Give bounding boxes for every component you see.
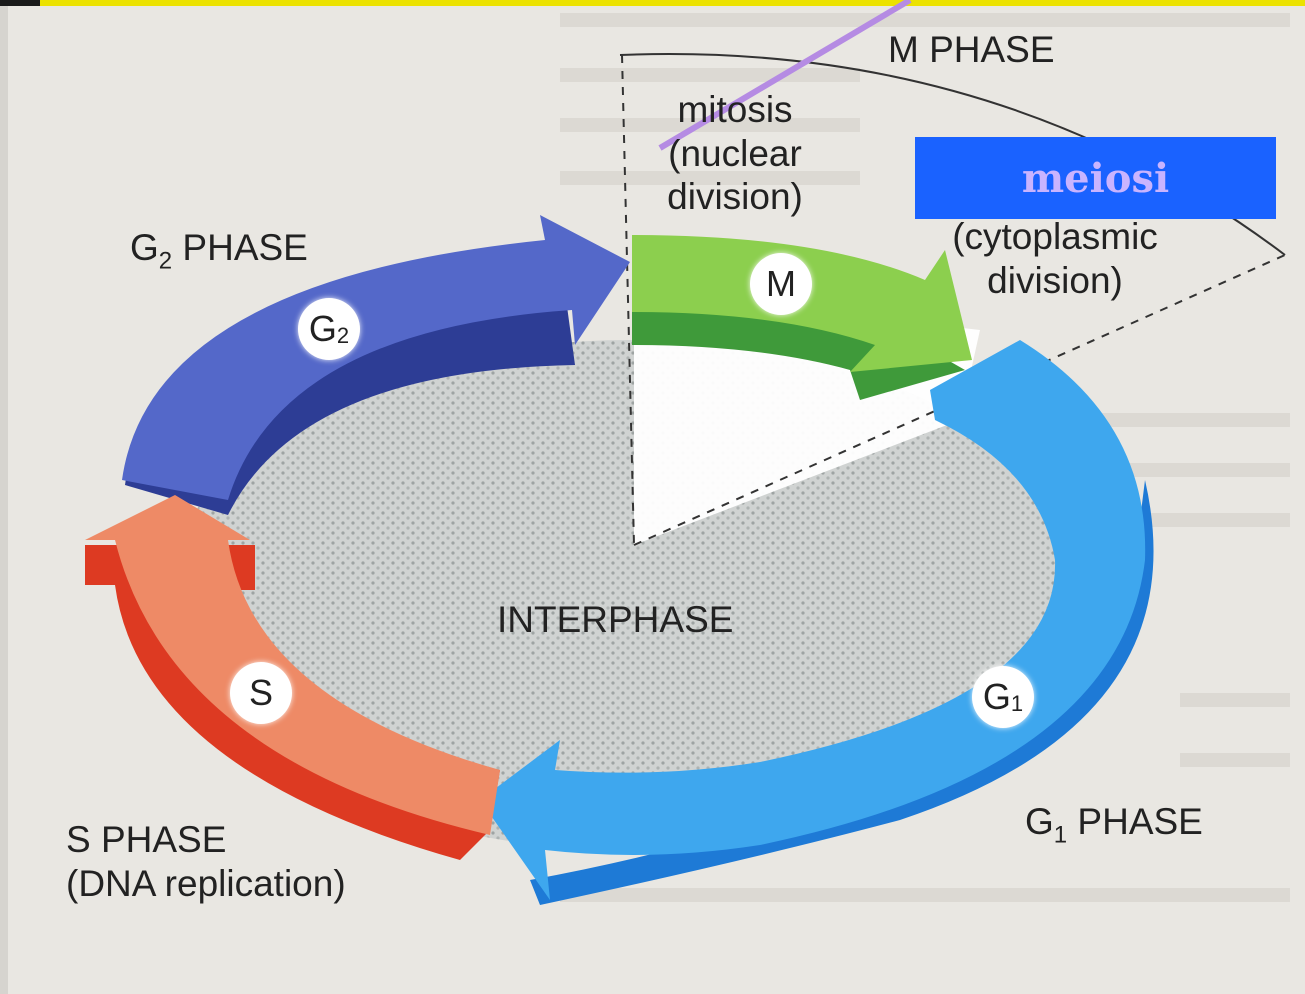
g2-phase-letter: G: [130, 227, 159, 268]
top-border-corner: [0, 0, 40, 6]
g1-phase-label: G1 PHASE: [1025, 800, 1203, 850]
g1-circle-subscript: 1: [1010, 691, 1024, 716]
m-circle-label: M: [750, 253, 812, 315]
s-phase-label: S PHASE (DNA replication): [66, 818, 346, 905]
g1-arrow: [480, 340, 1146, 900]
cytokinesis-label: (cytoplasmic division): [935, 215, 1175, 302]
g2-arrow: [122, 215, 630, 500]
meiosi-highlight-box: meiosi: [915, 137, 1276, 219]
g1-phase-letter: G: [1025, 801, 1054, 842]
mitosis-line-3: division): [667, 176, 803, 218]
s-phase-line-2: (DNA replication): [66, 862, 346, 904]
s-circle-label: S: [230, 662, 292, 724]
g1-phase-subscript: 1: [1053, 821, 1068, 849]
s-arrow: [85, 495, 500, 835]
top-border: [0, 0, 1305, 6]
cyto-line-2: division): [987, 259, 1123, 301]
interphase-area: [170, 340, 1090, 850]
g2-phase-label: G2 PHASE: [130, 226, 308, 276]
mitosis-label: mitosis (nuclear division): [650, 88, 820, 219]
interphase-label: INTERPHASE: [497, 599, 734, 640]
mitosis-dashed-line: [621, 54, 635, 546]
g2-phase-subscript: 2: [158, 247, 173, 275]
s-phase-line-1: S PHASE: [66, 819, 227, 860]
g2-circle-subscript: 2: [336, 323, 350, 348]
g1-circle-letter: G: [982, 676, 1011, 717]
mitosis-line-2: (nuclear: [668, 132, 802, 174]
mitosis-line-1: mitosis: [677, 89, 793, 130]
meiosi-label: meiosi: [1021, 154, 1170, 202]
pointer-line: [658, 0, 912, 151]
m-phase-label: M PHASE: [888, 29, 1055, 70]
g2-phase-word: PHASE: [172, 227, 308, 268]
page-edge: [0, 0, 8, 994]
m-arrow-side: [632, 310, 965, 400]
cyto-line-1: (cytoplasmic: [952, 216, 1158, 257]
g2-circle-letter: G: [308, 308, 337, 349]
g1-phase-word: PHASE: [1067, 801, 1203, 842]
